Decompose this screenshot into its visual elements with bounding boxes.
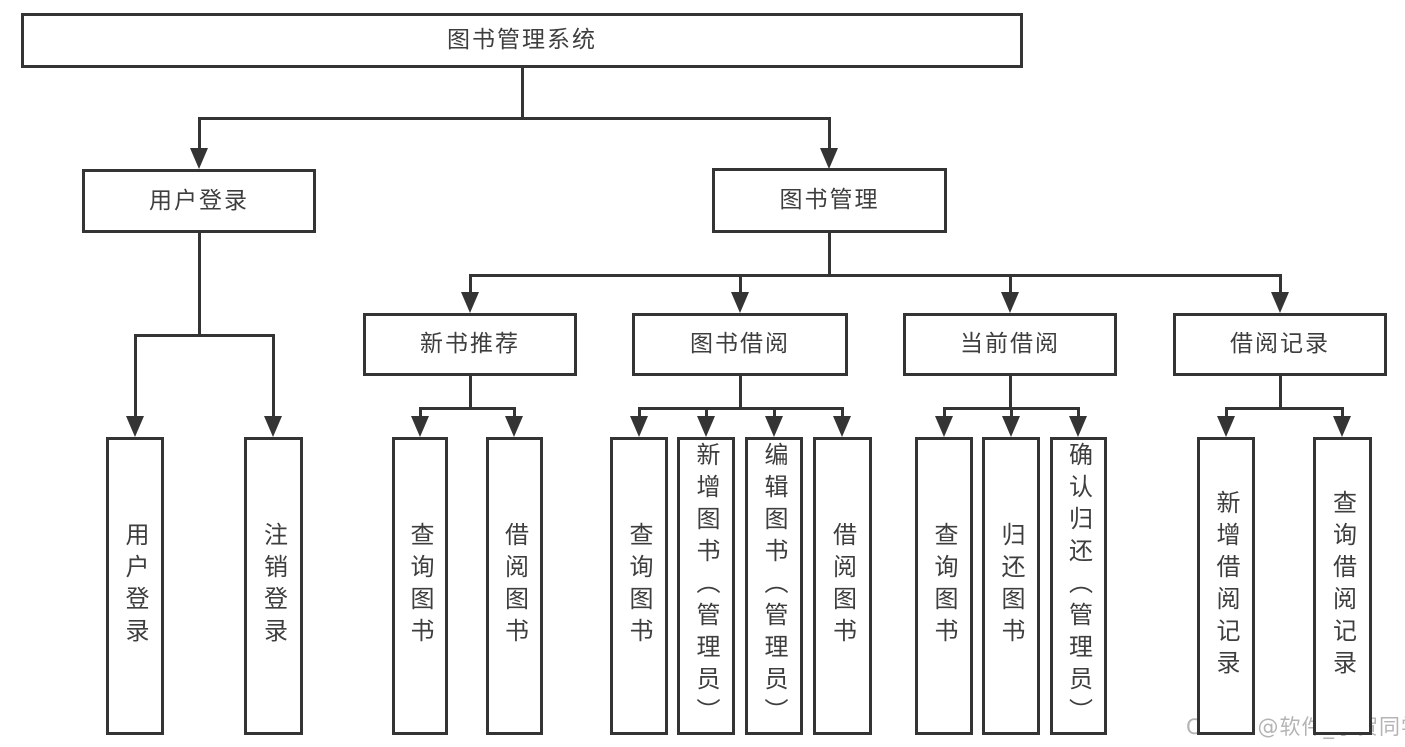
connector-3-arrowhead-1	[505, 416, 523, 437]
node-leaf-user-login-label: 用户登录	[121, 522, 149, 650]
connector-4-drop-1	[704, 407, 708, 416]
node-leaf-borrow-books-1: 借阅图书	[486, 437, 543, 735]
node-leaf-return-books: 归还图书	[982, 437, 1040, 735]
node-borrowing-records-label: 借阅记录	[1230, 331, 1330, 357]
node-leaf-add-books-label: 新增图书（管理员）	[692, 442, 720, 730]
connector-1-drop-1	[271, 334, 275, 416]
connector-6-arrowhead-1	[1333, 416, 1351, 437]
connector-4-drop-2	[772, 407, 776, 416]
connector-2-arrowhead-0	[461, 292, 479, 313]
connector-0-drop-0	[197, 117, 201, 148]
node-leaf-add-borrow-record: 新增借阅记录	[1197, 437, 1255, 735]
connector-6-bar	[1224, 407, 1344, 410]
node-leaf-query-books-2-label: 查询图书	[625, 522, 653, 650]
connector-3-stem	[468, 376, 472, 410]
connector-2-drop-2	[1008, 274, 1012, 292]
connector-1-arrowhead-0	[126, 416, 144, 437]
node-book-borrowing: 图书借阅	[632, 313, 848, 376]
node-library-system: 图书管理系统	[21, 13, 1023, 68]
connector-6-stem	[1278, 376, 1282, 410]
connector-2-arrowhead-1	[731, 292, 749, 313]
node-leaf-query-books-1: 查询图书	[392, 437, 448, 735]
connector-5-drop-2	[1076, 407, 1080, 416]
connector-2-drop-1	[738, 274, 742, 292]
node-library-system-label: 图书管理系统	[447, 27, 597, 53]
connector-5-drop-0	[942, 407, 946, 416]
connector-5-drop-1	[1009, 407, 1013, 416]
node-leaf-add-books: 新增图书（管理员）	[677, 437, 735, 735]
connector-2-bar	[468, 274, 1282, 277]
node-new-book-recommend-label: 新书推荐	[420, 331, 520, 357]
node-current-borrowing: 当前借阅	[903, 313, 1117, 376]
connector-6-arrowhead-0	[1217, 416, 1235, 437]
node-leaf-edit-books-label: 编辑图书（管理员）	[760, 442, 788, 730]
connector-3-arrowhead-0	[411, 416, 429, 437]
connector-0-arrowhead-1	[820, 148, 838, 169]
connector-2-drop-3	[1278, 274, 1282, 292]
node-leaf-query-books-3-label: 查询图书	[930, 522, 958, 650]
node-leaf-query-books-3: 查询图书	[915, 437, 973, 735]
connector-4-arrowhead-2	[765, 416, 783, 437]
connector-1-bar	[133, 334, 275, 337]
connector-4-drop-0	[637, 407, 641, 416]
connector-5-stem	[1008, 376, 1012, 410]
node-leaf-user-login: 用户登录	[106, 437, 164, 735]
node-leaf-query-books-2: 查询图书	[610, 437, 668, 735]
connector-5-arrowhead-2	[1069, 416, 1087, 437]
node-book-management-label: 图书管理	[779, 187, 880, 213]
node-book-borrowing-label: 图书借阅	[690, 331, 790, 357]
connector-4-arrowhead-1	[697, 416, 715, 437]
connector-4-stem	[738, 376, 742, 410]
connector-5-arrowhead-0	[935, 416, 953, 437]
connector-3-drop-1	[512, 407, 516, 416]
connector-0-bar	[197, 117, 831, 120]
connector-0-stem	[520, 68, 524, 120]
connector-6-drop-1	[1340, 407, 1344, 416]
connector-5-arrowhead-1	[1002, 416, 1020, 437]
connector-4-arrowhead-3	[833, 416, 851, 437]
node-leaf-logout-label: 注销登录	[259, 522, 288, 650]
connector-2-drop-0	[468, 274, 472, 292]
connector-4-drop-3	[840, 407, 844, 416]
connector-2-arrowhead-3	[1271, 292, 1289, 313]
node-leaf-logout: 注销登录	[244, 437, 303, 735]
node-leaf-borrow-books-2-label: 借阅图书	[828, 522, 857, 650]
connector-4-arrowhead-0	[630, 416, 648, 437]
connector-4-bar	[637, 407, 844, 410]
node-leaf-borrow-books-1-label: 借阅图书	[500, 522, 529, 650]
node-leaf-edit-books: 编辑图书（管理员）	[745, 437, 803, 735]
node-user-login-label: 用户登录	[149, 187, 249, 214]
node-leaf-confirm-return-label: 确认归还（管理员）	[1064, 442, 1093, 730]
connector-2-arrowhead-2	[1001, 292, 1019, 313]
node-leaf-query-borrow-record: 查询借阅记录	[1313, 437, 1372, 735]
connector-3-drop-0	[418, 407, 422, 416]
connector-6-drop-0	[1224, 407, 1228, 416]
connector-0-arrowhead-0	[190, 148, 208, 169]
node-leaf-add-borrow-record-label: 新增借阅记录	[1212, 490, 1240, 682]
node-user-login: 用户登录	[82, 169, 316, 233]
node-borrowing-records: 借阅记录	[1173, 313, 1387, 376]
node-book-management: 图书管理	[712, 168, 947, 233]
connector-1-arrowhead-1	[264, 416, 282, 437]
node-leaf-return-books-label: 归还图书	[997, 522, 1025, 650]
connector-1-stem	[197, 233, 201, 337]
node-current-borrowing-label: 当前借阅	[960, 331, 1060, 357]
node-leaf-confirm-return: 确认归还（管理员）	[1050, 437, 1107, 735]
connector-2-stem	[827, 233, 831, 277]
node-leaf-query-borrow-record-label: 查询借阅记录	[1328, 490, 1357, 682]
connector-0-drop-1	[827, 117, 831, 148]
connector-3-bar	[418, 407, 516, 410]
node-new-book-recommend: 新书推荐	[363, 313, 577, 376]
connector-1-drop-0	[133, 334, 137, 416]
node-leaf-query-books-1-label: 查询图书	[406, 522, 434, 650]
node-leaf-borrow-books-2: 借阅图书	[813, 437, 872, 735]
